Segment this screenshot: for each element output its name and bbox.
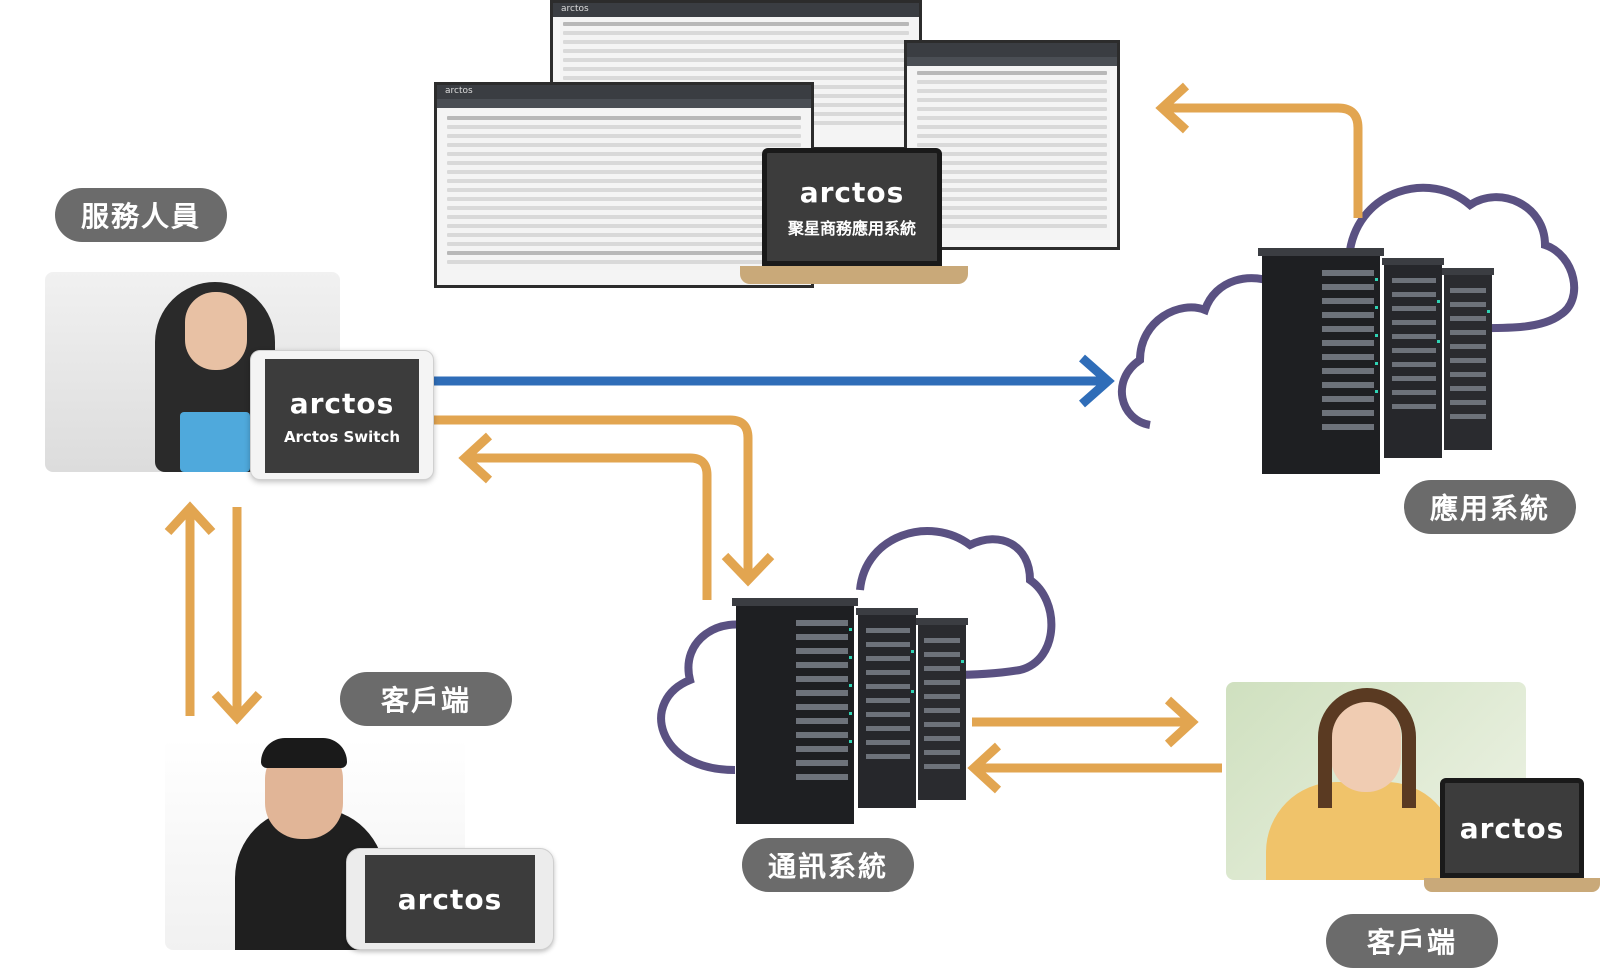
server-rack-icon [732, 598, 858, 824]
tablet-screen: arctos Arctos Switch [265, 359, 419, 473]
client-laptop-device: arctos [1424, 778, 1600, 902]
app-screenshot-main: arctos [434, 82, 814, 288]
cloud-icon [856, 527, 1056, 679]
client-laptop-screen: arctos [1440, 778, 1584, 878]
label-client-left: 客戶端 [340, 672, 512, 726]
arrow-icon [1163, 103, 1363, 218]
arctos-logo: arctos [799, 175, 905, 209]
phone-device: arctos [346, 848, 554, 950]
person-hair [261, 738, 347, 768]
cloud-icon [1346, 183, 1579, 333]
label-service-staff: 服務人員 [55, 188, 227, 242]
person-face [185, 292, 247, 370]
cloud-icon [657, 620, 757, 774]
app-brand: arctos [445, 86, 473, 96]
arrow-icon [721, 552, 775, 587]
server-rack-icon [1258, 248, 1384, 474]
person-hair [1318, 688, 1416, 808]
cloud-icon [1118, 274, 1282, 429]
laptop-base [1424, 878, 1600, 892]
arrow-icon [1079, 354, 1115, 408]
server-rack-icon [856, 608, 918, 808]
laptop-caption: 聚星商務應用系統 [787, 218, 916, 238]
app-topbar: arctos [437, 85, 811, 99]
arrow-icon [432, 415, 753, 578]
label-comm-system: 通訊系統 [742, 838, 914, 892]
tablet-device: arctos Arctos Switch [250, 350, 434, 480]
laptop-base [740, 266, 968, 284]
arctos-logo: arctos [397, 882, 503, 916]
app-topbar: arctos [553, 3, 919, 17]
app-brand: arctos [561, 4, 589, 14]
app-topbar [907, 43, 1117, 57]
arrow-icon [967, 742, 1002, 794]
arrow-icon [458, 432, 493, 484]
arrow-icon [211, 690, 263, 725]
phone-screen: arctos [365, 855, 535, 943]
arctos-logo: arctos [1459, 811, 1565, 845]
arrow-icon [465, 453, 712, 600]
laptop-device: arctos 聚星商務應用系統 [740, 148, 968, 294]
label-client-right: 客戶端 [1326, 914, 1498, 968]
label-app-system: 應用系統 [1404, 480, 1576, 534]
arrow-icon [164, 501, 216, 536]
arctos-logo: arctos [289, 386, 395, 420]
laptop-screen: arctos 聚星商務應用系統 [762, 148, 942, 266]
tablet-caption: Arctos Switch [283, 427, 401, 446]
arrow-icon [1155, 82, 1190, 134]
folder-icon [180, 412, 250, 472]
arrow-icon [1164, 696, 1199, 748]
